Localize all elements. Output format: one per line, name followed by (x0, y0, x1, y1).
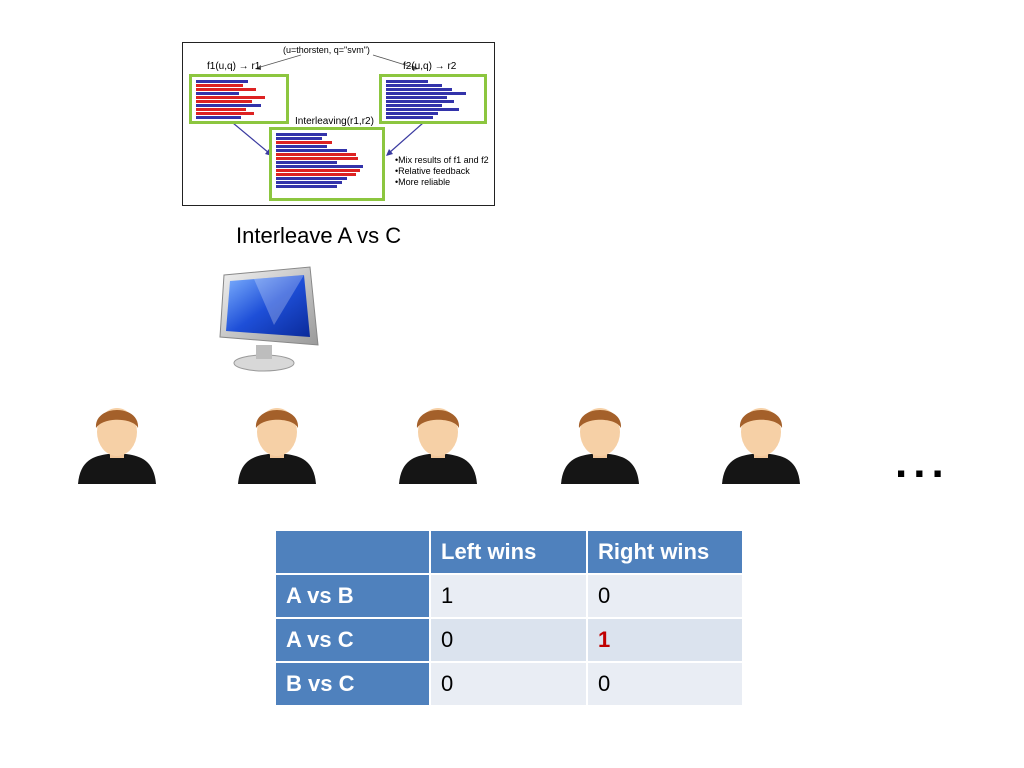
table-row: A vs B 1 0 (274, 573, 744, 619)
table-row: B vs C 0 0 (274, 661, 744, 707)
user-icon (238, 408, 316, 484)
left-wins-header: Left wins (429, 529, 588, 575)
bullet-reliable: •More reliable (395, 177, 451, 187)
more-users-ellipsis: ... (895, 438, 950, 487)
user-icon (561, 408, 639, 484)
query-label: (u=thorsten, q="svm") (283, 45, 370, 55)
left-wins-cell: 0 (429, 661, 588, 707)
right-wins-cell: 0 (586, 661, 744, 707)
interleaving-figure: (u=thorsten, q="svm") f1(u,q) → r1 f2(u,… (182, 42, 495, 206)
table-row: A vs C 0 1 (274, 617, 744, 663)
user-icon (78, 408, 156, 484)
right-wins-cell-highlighted: 1 (586, 617, 744, 663)
f1-label: f1(u,q) → r1 (207, 61, 261, 72)
left-wins-cell: 0 (429, 617, 588, 663)
interleaved-ranking-box (269, 127, 385, 201)
ranking-r1-box (189, 74, 289, 124)
table-corner-cell (274, 529, 431, 575)
bullet-relative: •Relative feedback (395, 166, 470, 176)
f2-label: f2(u,q) → r2 (403, 61, 457, 72)
left-wins-cell: 1 (429, 573, 588, 619)
table-header-row: Left wins Right wins (274, 529, 744, 575)
interleaving-label: Interleaving(r1,r2) (295, 116, 374, 127)
caption: Interleave A vs C (236, 223, 402, 248)
monitor-icon (219, 266, 319, 372)
ranking-r2-box (379, 74, 487, 124)
row-label: A vs C (274, 617, 431, 663)
figure-arrows (232, 54, 424, 156)
figure-bullets: •Mix results of f1 and f2 •Relative feed… (395, 155, 489, 188)
wins-table: Left wins Right wins A vs B 1 0 A vs C 0… (274, 529, 744, 707)
user-icon (722, 408, 800, 484)
right-wins-header: Right wins (586, 529, 744, 575)
row-label: A vs B (274, 573, 431, 619)
right-wins-cell: 0 (586, 573, 744, 619)
user-icon (399, 408, 477, 484)
row-label: B vs C (274, 661, 431, 707)
bullet-mix: •Mix results of f1 and f2 (395, 155, 489, 165)
